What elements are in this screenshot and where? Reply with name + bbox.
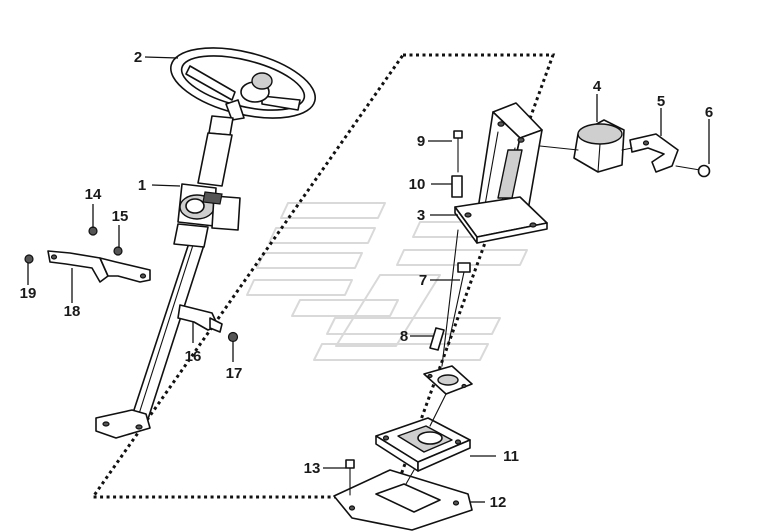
leader-lines xyxy=(27,56,710,503)
bracket-18[interactable] xyxy=(47,250,151,283)
callout-10: 10 xyxy=(409,176,426,193)
bolt-6[interactable] xyxy=(675,164,711,178)
nut-15[interactable] xyxy=(113,246,123,256)
bolt-13[interactable] xyxy=(345,459,355,496)
callout-4: 4 xyxy=(593,78,602,95)
universal-joint[interactable] xyxy=(177,183,241,231)
callout-17: 17 xyxy=(226,365,243,382)
nut-17[interactable] xyxy=(227,331,239,343)
callout-18: 18 xyxy=(64,303,81,320)
steering-column[interactable] xyxy=(95,115,234,439)
callout-labels: 1 2 3 4 5 6 7 8 9 10 11 12 13 14 15 16 1… xyxy=(20,49,714,511)
clamp-16[interactable] xyxy=(177,304,223,333)
callout-14: 14 xyxy=(85,186,102,203)
callout-15: 15 xyxy=(112,208,129,225)
callout-13: 13 xyxy=(304,460,321,477)
clamp-5[interactable] xyxy=(629,133,679,173)
bolt-9[interactable] xyxy=(453,130,463,173)
callout-8: 8 xyxy=(400,328,408,345)
assembly-axis-lines xyxy=(405,145,633,485)
callout-19: 19 xyxy=(20,285,37,302)
callout-9: 9 xyxy=(417,133,425,150)
callout-11: 11 xyxy=(503,448,519,465)
steering-wheel[interactable] xyxy=(164,35,323,131)
callout-2: 2 xyxy=(134,49,142,66)
callout-3: 3 xyxy=(417,207,425,224)
assembly-boundary-frame xyxy=(90,53,556,499)
callout-7: 7 xyxy=(419,272,427,289)
callout-1: 1 xyxy=(138,177,146,194)
callout-16: 16 xyxy=(185,348,202,365)
housing-11[interactable] xyxy=(375,417,471,472)
spacer-8[interactable] xyxy=(429,327,445,351)
spacer-10[interactable] xyxy=(451,175,463,198)
washer-14[interactable] xyxy=(88,226,98,236)
callout-12: 12 xyxy=(490,494,507,511)
bushing-4[interactable] xyxy=(573,119,625,173)
bolt-7[interactable] xyxy=(447,262,471,347)
mounting-bracket[interactable] xyxy=(454,102,548,244)
callout-5: 5 xyxy=(657,93,665,110)
callout-6: 6 xyxy=(705,104,713,121)
nut-19[interactable] xyxy=(24,254,34,264)
gasket-12[interactable] xyxy=(333,469,473,531)
flange-plate[interactable] xyxy=(423,365,473,395)
